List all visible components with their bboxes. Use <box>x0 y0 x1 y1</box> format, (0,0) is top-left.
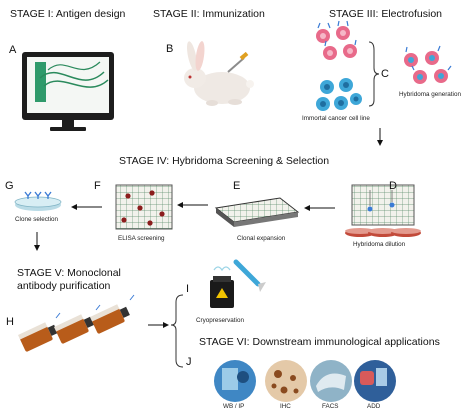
caption-clonal-expansion: Clonal expansion <box>237 235 286 242</box>
stage-2-title: STAGE II: Immunization <box>153 8 265 20</box>
computer-monitor-icon <box>22 52 114 131</box>
facs-image <box>310 360 352 402</box>
caption-hybridoma-dilution: Hybridoma dilution <box>353 241 406 248</box>
stage-5-title-line-2: antibody purification <box>17 280 111 292</box>
label-a: A <box>9 44 17 56</box>
label-d: D <box>389 180 397 192</box>
add-image <box>354 360 396 402</box>
caption-hybridoma-generation: Hybridoma generation <box>399 91 461 98</box>
ihc-image <box>265 360 307 402</box>
label-i: I <box>186 283 190 295</box>
caption-immortal-cells: Immortal cancer cell line <box>302 115 370 122</box>
stage-6-title: STAGE VI: Downstream immunological appli… <box>199 336 440 348</box>
label-j: J <box>186 356 192 368</box>
label-g: G <box>5 180 14 192</box>
caption-elisa-screening: ELISA screening <box>118 235 165 242</box>
caption-clone-selection: Clone selection <box>15 216 59 223</box>
clone-selection-dish-icon <box>14 191 62 211</box>
caption-cryopreservation: Cryopreservation <box>196 317 244 324</box>
elisa-plate-icon <box>115 184 173 230</box>
stage-5-title-line-1: STAGE V: Monoclonal <box>17 267 121 279</box>
label-e: E <box>233 180 241 192</box>
label-h: H <box>6 316 14 328</box>
cryopreservation-canister-icon <box>210 259 266 308</box>
app-label-facs: FACS <box>322 403 339 410</box>
stage-1-title: STAGE I: Antigen design <box>10 8 126 20</box>
stage-4-title: STAGE IV: Hybridoma Screening & Selectio… <box>119 155 330 167</box>
app-label-add: ADD <box>367 403 381 410</box>
b-cells-icon <box>316 20 357 60</box>
hybridoma-dilution-plate-icon <box>345 184 421 237</box>
culture-flasks-icon <box>18 294 135 352</box>
label-c: C <box>381 68 389 80</box>
clonal-expansion-plate-icon <box>214 197 300 227</box>
label-f: F <box>94 180 101 192</box>
cancer-cells-icon <box>316 78 362 111</box>
app-label-wb-ip: WB / IP <box>223 403 245 410</box>
app-label-ihc: IHC <box>280 403 291 410</box>
wb-ip-image <box>214 360 256 402</box>
hybridoma-cells-icon <box>404 45 452 84</box>
stage-3-title: STAGE III: Electrofusion <box>329 8 443 20</box>
rabbit-icon <box>184 41 254 106</box>
label-b: B <box>166 43 174 55</box>
